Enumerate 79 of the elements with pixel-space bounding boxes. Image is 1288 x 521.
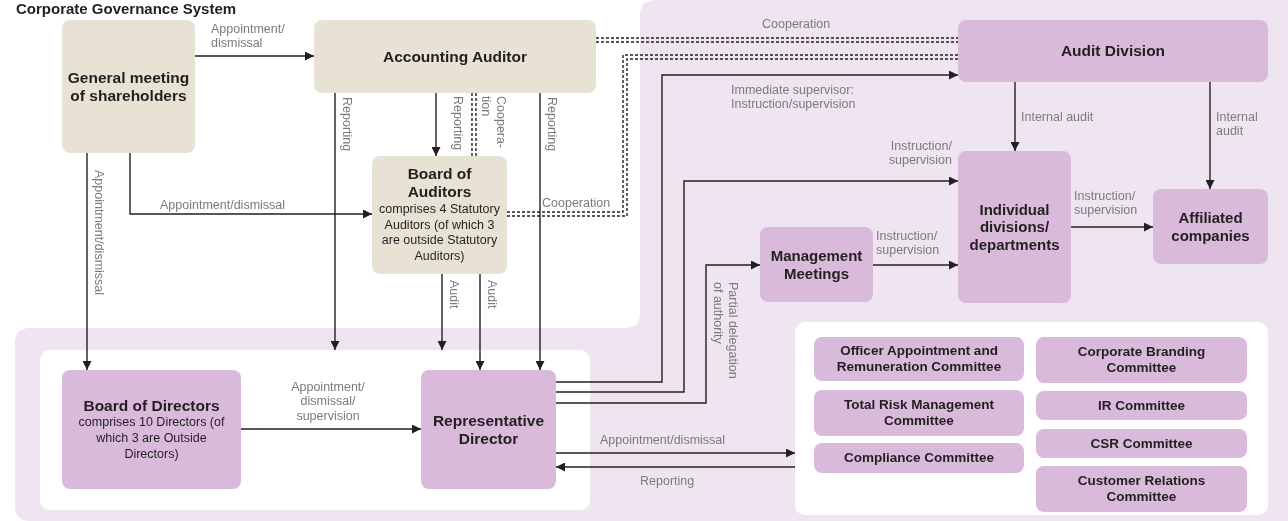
- edge-label: Instruction/ supervision: [876, 229, 941, 258]
- edge-label: Coopera- tion: [479, 96, 508, 151]
- node-title: Accounting Auditor: [382, 47, 528, 66]
- node-title: Audit Division: [1060, 42, 1166, 60]
- edge-label: Internal audit: [1021, 110, 1095, 125]
- node-title: Customer Relations Committee: [1076, 473, 1207, 505]
- node-title: Individual divisions/ departments: [968, 201, 1061, 253]
- group-panel: [40, 350, 590, 510]
- node-title: Affiliated companies: [1170, 209, 1251, 244]
- org-box: [62, 20, 195, 153]
- node-title: IR Committee: [1098, 397, 1185, 414]
- edge-label: Immediate supervisor: Instruction/supervision: [731, 83, 857, 112]
- node-title: Board of Directors: [83, 396, 220, 415]
- org-box: [421, 370, 556, 489]
- arrow: [1070, 222, 1154, 232]
- org-box: [1036, 429, 1247, 458]
- edge-label: Cooperation: [762, 17, 832, 32]
- node-text: comprises 4 Statutory Auditors (of which 3 are outside Statutory Auditors): [378, 202, 501, 265]
- arrow: [555, 260, 761, 404]
- edge-label: Reporting: [451, 96, 466, 153]
- org-box: [62, 370, 241, 489]
- arrow: [240, 424, 422, 434]
- edge-label: Reporting: [545, 97, 560, 154]
- edge-label: Appointment/ dismissal/ supervision: [290, 380, 366, 424]
- node-title: Total Risk Management Committee: [843, 397, 995, 429]
- arrow: [194, 51, 315, 61]
- node-title: Representative Director: [431, 411, 546, 448]
- arrow: [555, 462, 796, 472]
- arrow: [129, 152, 373, 219]
- org-box: [1036, 391, 1247, 420]
- node-title: CSR Committee: [1090, 435, 1193, 452]
- arrow: [555, 70, 959, 383]
- edge-label: Appointment/dismissal: [92, 170, 107, 298]
- arrow: [330, 92, 340, 351]
- org-box: [814, 443, 1024, 473]
- arrow: [535, 92, 545, 371]
- dashed-connector: [595, 37, 959, 43]
- arrow: [555, 448, 796, 458]
- node-title: Corporate Branding Committee: [1076, 344, 1207, 376]
- arrow: [872, 260, 959, 270]
- arrow: [555, 176, 959, 393]
- org-box: [372, 156, 507, 274]
- arrow: [475, 273, 485, 371]
- edge-label: Appointment/ dismissal: [211, 22, 286, 51]
- edge-label: Audit: [485, 280, 500, 311]
- node-title: General meeting of shareholders: [66, 68, 191, 105]
- node-title: Officer Appointment and Remuneration Committee: [835, 343, 1003, 375]
- org-box: [958, 151, 1071, 303]
- node-title: Compliance Committee: [844, 450, 994, 466]
- edge-label: Reporting: [340, 97, 355, 154]
- org-box: [1036, 337, 1247, 383]
- arrow: [1010, 81, 1020, 152]
- org-box: [314, 20, 596, 93]
- org-box: [1036, 466, 1247, 512]
- arrow: [1205, 81, 1215, 190]
- node-title: Management Meetings: [769, 247, 864, 282]
- org-box: [1153, 189, 1268, 264]
- group-panel: [795, 322, 1268, 515]
- edge-label: Instruction/ supervision: [1074, 189, 1139, 218]
- diagram-title: Corporate Governance System: [16, 0, 237, 17]
- edge-label: Cooperation: [542, 196, 612, 211]
- edge-label: Appointment/dismissal: [160, 198, 287, 213]
- org-box: [814, 390, 1024, 436]
- edge-label: Reporting: [640, 474, 696, 489]
- arrow: [431, 92, 441, 157]
- org-box: [760, 227, 873, 302]
- org-box: [814, 337, 1024, 381]
- node-text: comprises 10 Directors (of which 3 are Outside Directors): [77, 415, 226, 463]
- edge-label: Partial delegation of authority: [711, 282, 740, 381]
- edge-label: Audit: [447, 280, 462, 311]
- node-title: Board of Auditors: [406, 165, 473, 202]
- arrow: [82, 152, 92, 371]
- edge-label: Internal audit: [1216, 110, 1259, 139]
- org-box: [958, 20, 1268, 82]
- dashed-connector: [506, 54, 959, 217]
- dashed-connector: [471, 92, 477, 157]
- edge-label: Instruction/ supervision: [887, 139, 952, 168]
- arrow: [437, 273, 447, 351]
- edge-label: Appointment/dismissal: [600, 433, 727, 448]
